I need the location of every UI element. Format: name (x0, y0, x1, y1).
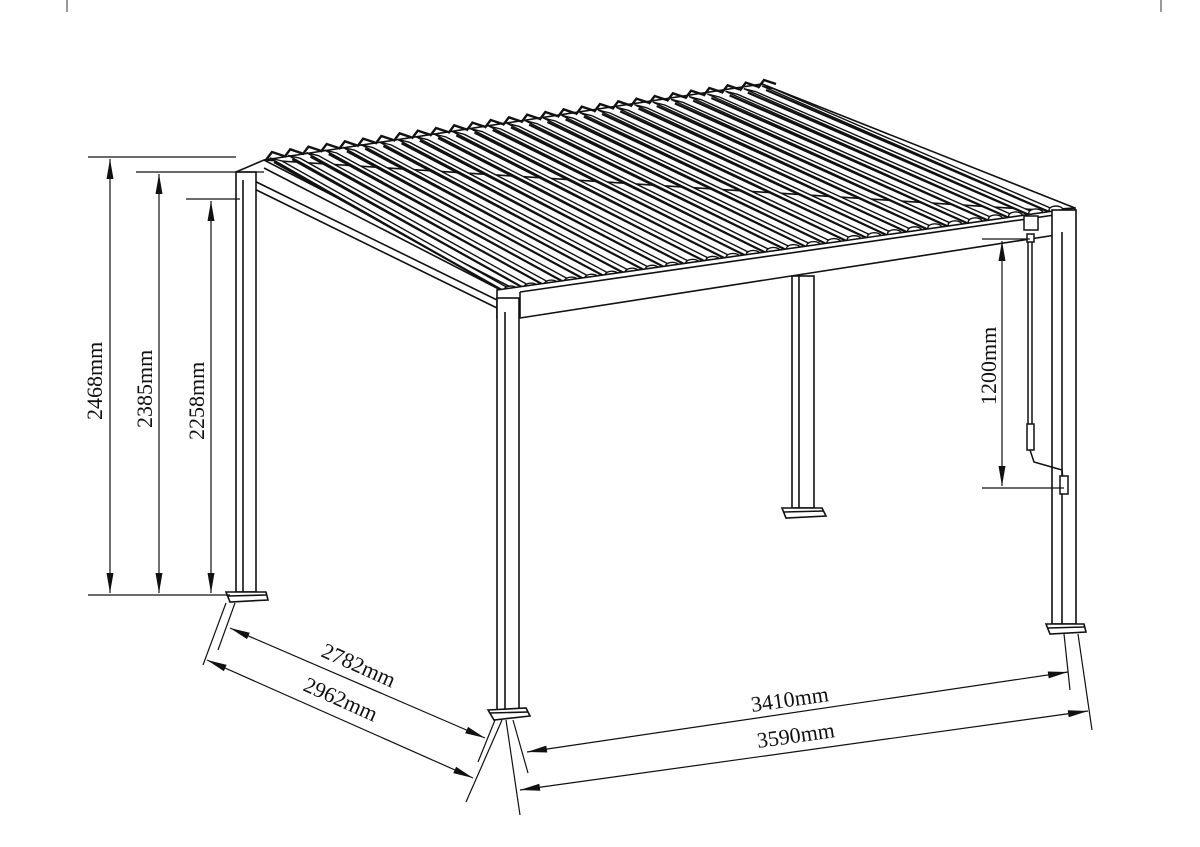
back-right-post (780, 275, 828, 519)
gearbox-icon (1023, 215, 1039, 231)
posts (224, 171, 1088, 721)
label-height-clearance: 2258mm (184, 362, 209, 440)
roof-louvers (234, 78, 1076, 319)
label-height-total: 2468mm (82, 342, 107, 420)
width-dimensions (505, 633, 1093, 816)
label-crank-height: 1200mm (976, 327, 1001, 405)
crank-height-dimension (982, 238, 1064, 489)
crank-assembly (1023, 215, 1069, 495)
front-right-post (1044, 209, 1088, 635)
label-width-inner: 3410mm (749, 681, 830, 717)
label-height-frame-top: 2385mm (132, 350, 157, 428)
front-left-post (486, 297, 532, 721)
depth-dimensions (202, 602, 503, 803)
back-left-post (224, 171, 270, 603)
height-dimensions (88, 156, 264, 596)
crop-marks (66, 0, 1162, 12)
louver-slat (269, 157, 518, 294)
